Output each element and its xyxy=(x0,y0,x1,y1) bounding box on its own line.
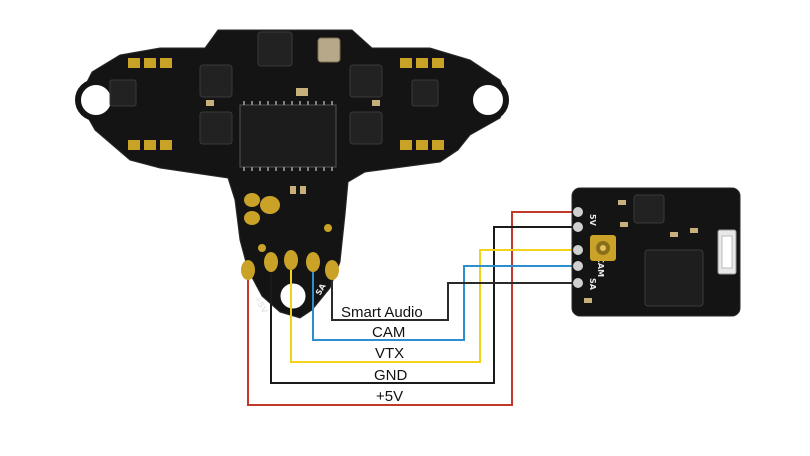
vtx-label-cam: CAM xyxy=(596,257,605,277)
label-smart-audio: Smart Audio xyxy=(341,304,423,321)
vtx-pad-vtx xyxy=(573,245,583,255)
mosfet-chips xyxy=(109,31,439,145)
mount-hole-bottom xyxy=(275,278,311,314)
esc-pads-left xyxy=(128,58,172,150)
wire-smart-audio xyxy=(331,280,578,321)
vtx-chip-small xyxy=(633,194,665,224)
fc-pad-cam xyxy=(306,252,320,272)
fc-pad-sa xyxy=(325,260,339,280)
wire-cam xyxy=(312,265,578,341)
mount-hole-right xyxy=(467,79,509,121)
mount-hole-left xyxy=(75,79,117,121)
vtx-pad-sa xyxy=(573,278,583,288)
wire-plus5v xyxy=(247,211,578,406)
vtx-pad-cam xyxy=(573,261,583,271)
wire-vtx xyxy=(290,249,578,363)
vtx-chip-main xyxy=(644,249,704,307)
fc-solder-pads xyxy=(241,250,339,280)
vtx-pad-5v xyxy=(573,207,583,217)
fc-pad-gnd xyxy=(264,252,278,272)
ic-pins xyxy=(243,101,333,171)
wires xyxy=(247,211,578,406)
vtx-board: 5V VTX CAM SA xyxy=(571,187,741,317)
flight-controller-board: +5V SA xyxy=(75,29,509,319)
fc-pad-5v xyxy=(241,260,255,280)
label-plus5v: +5V xyxy=(376,388,403,405)
capacitors xyxy=(206,88,380,194)
fc-lower-pads xyxy=(244,193,332,252)
main-ic xyxy=(239,104,337,168)
label-vtx: VTX xyxy=(375,345,404,362)
vtx-pad-g xyxy=(573,222,583,232)
label-cam: CAM xyxy=(372,324,405,341)
label-gnd: GND xyxy=(374,367,408,384)
esc-pads-right xyxy=(400,58,444,150)
wire-gnd xyxy=(270,226,578,384)
crystal-oscillator xyxy=(317,37,341,63)
vtx-label-sa: SA xyxy=(588,278,597,291)
fc-pad-vtx xyxy=(284,250,298,270)
vtx-label-5v: 5V xyxy=(588,214,597,227)
